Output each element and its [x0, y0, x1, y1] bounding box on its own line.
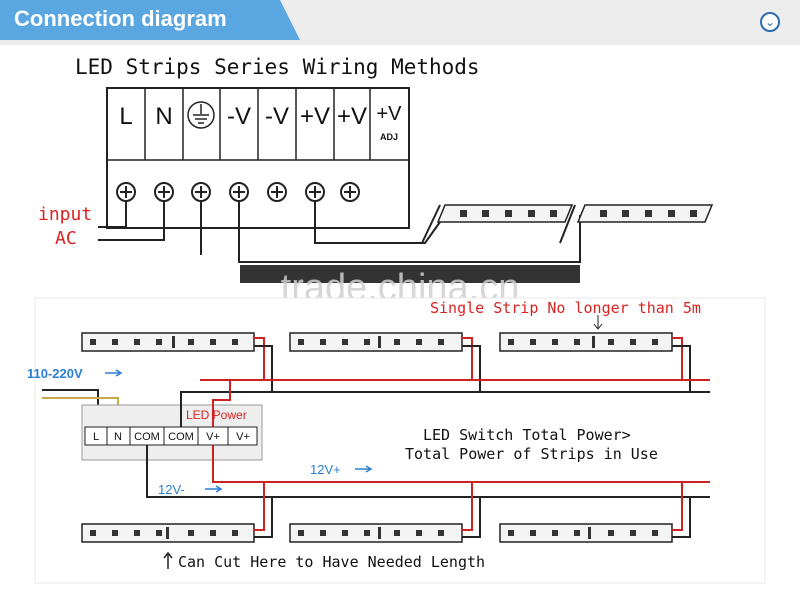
- led-strip-lower-1: [81, 523, 255, 543]
- header-tab: [0, 0, 300, 40]
- single-strip-note: Single Strip No longer than 5m: [430, 299, 701, 317]
- arrow-up-icon: [163, 551, 173, 569]
- ac-label: AC: [55, 228, 77, 249]
- arrow-right-icon: [355, 465, 373, 473]
- controller-terminal-n: N: [114, 431, 122, 443]
- input-label: input: [38, 204, 92, 225]
- v-minus-label: 12V-: [158, 482, 185, 497]
- led-strip-upper-2: [289, 332, 463, 352]
- arrow-right-icon: [205, 485, 223, 493]
- terminal-label-plus-v-adj: +V: [376, 103, 402, 125]
- terminal-dividers: [144, 88, 371, 160]
- controller-terminal-v-plus-2: V+: [236, 431, 250, 443]
- supply-voltage-label: 110-220V: [27, 366, 83, 381]
- cut-note: Can Cut Here to Have Needed Length: [178, 553, 485, 571]
- led-strip-upper-1: [81, 332, 255, 352]
- upper-bus-wires: [180, 337, 710, 393]
- controller-terminal-com-2: COM: [168, 431, 194, 443]
- arrow-down-icon: [593, 315, 603, 330]
- terminal-label-minus-v-2: -V: [265, 103, 289, 130]
- led-strip-lower-3: [499, 523, 673, 543]
- v-plus-label: 12V+: [310, 462, 341, 477]
- terminal-label-plus-v-2: +V: [337, 103, 367, 130]
- arrow-right-icon: [105, 369, 123, 377]
- terminal-label-l: L: [119, 103, 132, 130]
- top-diagram-title: LED Strips Series Wiring Methods: [75, 55, 480, 79]
- chevron-down-icon[interactable]: ⌄: [760, 12, 780, 32]
- ground-icon: [187, 101, 215, 129]
- terminal-label-minus-v-1: -V: [227, 103, 251, 130]
- controller-terminal-l: L: [93, 431, 99, 443]
- controller-output-wires: [146, 380, 710, 498]
- header-bar: Connection diagram ⌄: [0, 0, 800, 45]
- ac-input-wires: [98, 201, 202, 255]
- page-title: Connection diagram: [14, 6, 227, 31]
- terminal-label-n: N: [155, 103, 172, 130]
- adj-label: ADJ: [380, 132, 398, 142]
- led-strip-top-2: [576, 204, 714, 223]
- switch-power-note-line1: LED Switch Total Power>: [423, 426, 631, 444]
- led-strip-upper-3: [499, 332, 673, 352]
- controller-terminal-strip: [84, 426, 258, 446]
- controller-terminal-v-plus-1: V+: [206, 431, 220, 443]
- led-power-label: LED Power: [186, 408, 247, 422]
- terminal-label-plus-v-1: +V: [300, 103, 330, 130]
- led-strip-top-1: [436, 204, 574, 223]
- controller-terminal-com-1: COM: [134, 431, 160, 443]
- led-strip-lower-2: [289, 523, 463, 543]
- switch-power-note-line2: Total Power of Strips in Use: [405, 445, 658, 463]
- divider-bar: [240, 265, 580, 283]
- output-wires: [238, 201, 581, 263]
- lower-bus-wires: [254, 482, 691, 538]
